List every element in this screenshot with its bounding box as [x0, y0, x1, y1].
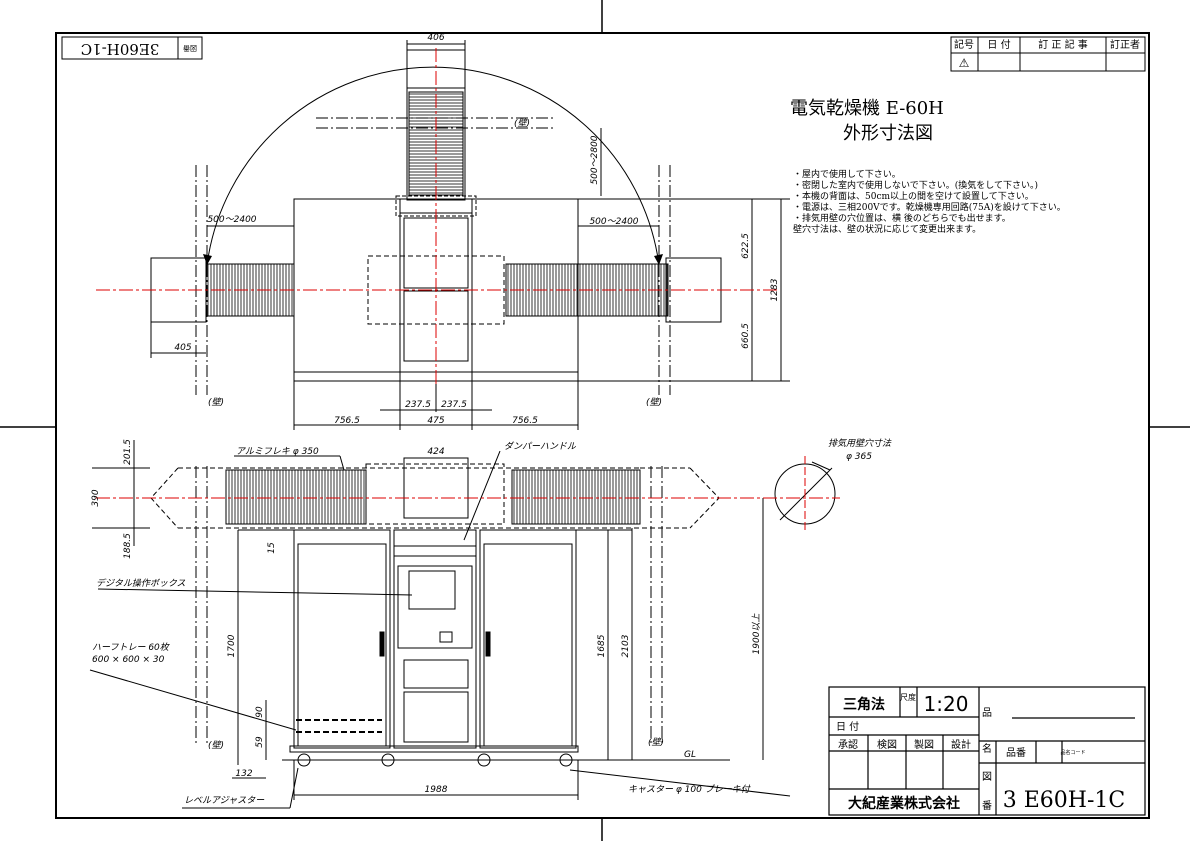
dim-188: 188.5 [123, 533, 133, 559]
note-line: ・屋内で使用して下さい。 [793, 168, 901, 180]
dim-390: 390 [91, 489, 101, 506]
note-line: 壁穴寸法は、壁の状況に応じて変更出来ます。 [793, 223, 981, 235]
tray-label-1: ハーフトレー 60枚 [92, 642, 171, 653]
date-label: 日 付 [836, 720, 859, 733]
wall-label-left: (壁) [208, 397, 224, 408]
scale-label: 尺度 [900, 692, 916, 702]
note-line: ・密閉した室内で使用しないで下さい。(換気をして下さい。) [793, 179, 1038, 191]
approval-label: 製図 [914, 738, 934, 751]
approval-label: 設計 [951, 738, 971, 751]
dim-bottom-1: 756.5 [334, 416, 360, 426]
dim-424: 424 [427, 447, 444, 457]
part-no-label: 品番 [1006, 747, 1026, 759]
corner-number: 3E60H-1C [81, 40, 160, 58]
dim-201: 201.5 [123, 439, 133, 465]
dim-1700: 1700 [227, 634, 237, 657]
revision-table [950, 36, 1146, 72]
control-box-label: デジタル操作ボックス [96, 578, 186, 589]
dim-bottom-4: 475 [427, 416, 444, 426]
dim-90: 90 [255, 706, 265, 718]
wall-hole-label: 排気用壁穴寸法 [828, 438, 892, 449]
dim-bottom-2: 237.5 [405, 400, 431, 410]
drawing-number: 3 E60H-1C [1003, 788, 1126, 813]
rev-header-date: 日 付 [987, 38, 1010, 51]
company-name: 大紀産業株式会社 [848, 795, 960, 812]
name-label: 名 [982, 742, 992, 755]
dim-right-upper: 622.5 [741, 233, 751, 259]
dim-top-range: 500～2800 [590, 135, 600, 184]
rev-warning-icon: ⚠ [959, 56, 970, 70]
tray-label-2: 600 × 600 × 30 [92, 655, 165, 665]
leveler-label: レベルアジャスター [184, 795, 265, 806]
note-line: ・本機の背面は、50cm以上の間を空けて設置して下さい。 [793, 190, 1034, 202]
drawing-title-line2: 外形寸法図 [843, 123, 933, 144]
rev-header-author: 訂正者 [1110, 38, 1140, 51]
dim-right-range: 500～2400 [589, 217, 638, 227]
dim-2103: 2103 [621, 634, 631, 657]
dim-left-range: 500～2400 [207, 215, 256, 225]
dim-bottom-5: 756.5 [512, 416, 538, 426]
caster-label: キャスター φ 100 ブレーキ付 [628, 784, 751, 795]
notes-block: ・屋内で使用して下さい。 ・密閉した室内で使用しないで下さい。(換気をして下さい… [793, 168, 1066, 235]
title-block [828, 686, 1146, 816]
corner-drawing-number: 図番 3E60H-1C [61, 36, 203, 60]
wall-label-elev-left: (壁) [208, 740, 224, 751]
dim-top-width: 406 [427, 33, 444, 43]
number-label: 番 [982, 800, 992, 812]
approval-label: 承認 [838, 738, 858, 751]
dim-15: 15 [267, 542, 277, 554]
dim-right-lower: 660.5 [741, 323, 751, 349]
dim-bottom-3: 237.5 [441, 400, 467, 410]
dim-1685: 1685 [597, 634, 607, 657]
projection-method: 三角法 [843, 696, 885, 713]
wall-label-elev-right: (壁) [648, 737, 664, 748]
approval-label: 検図 [877, 738, 897, 751]
wall-label-right: (壁) [646, 397, 662, 408]
dim-left-duct: 405 [174, 343, 191, 353]
wall-hole-diameter: φ 365 [846, 452, 872, 462]
damper-label: ダンパーハンドル [504, 441, 577, 452]
note-line: ・排気用壁の穴位置は、横 後のどちらでも出せます。 [793, 212, 1011, 224]
elevation-view [89, 440, 836, 809]
plan-view [150, 40, 790, 430]
dim-132: 132 [235, 769, 252, 779]
scale-value: 1:20 [924, 692, 969, 716]
dim-1988: 1988 [425, 785, 448, 795]
dim-1900: 1900以上 [751, 613, 762, 655]
sheet-border [55, 32, 1150, 819]
code-label: 品名コード [1060, 749, 1085, 756]
rev-header-content: 訂 正 記 事 [1038, 38, 1088, 51]
wall-label-top: (壁) [514, 118, 530, 129]
note-line: ・電源は、三相200Vです。乾燥機専用回路(75A)を設けて下さい。 [793, 201, 1066, 213]
corner-label: 図番 [183, 44, 197, 52]
flex-duct-label: アルミフレキ φ 350 [236, 446, 319, 457]
drawing-label: 図 [982, 771, 992, 783]
ground-line-label: GL [684, 750, 696, 760]
dim-right-total: 1283 [770, 278, 780, 301]
rev-header-symbol: 記号 [954, 38, 974, 51]
drawing-title-line1: 電気乾燥機 E-60H [790, 98, 944, 119]
product-label: 品 [982, 707, 992, 719]
dim-59: 59 [255, 736, 265, 748]
swing-arc [206, 66, 660, 266]
